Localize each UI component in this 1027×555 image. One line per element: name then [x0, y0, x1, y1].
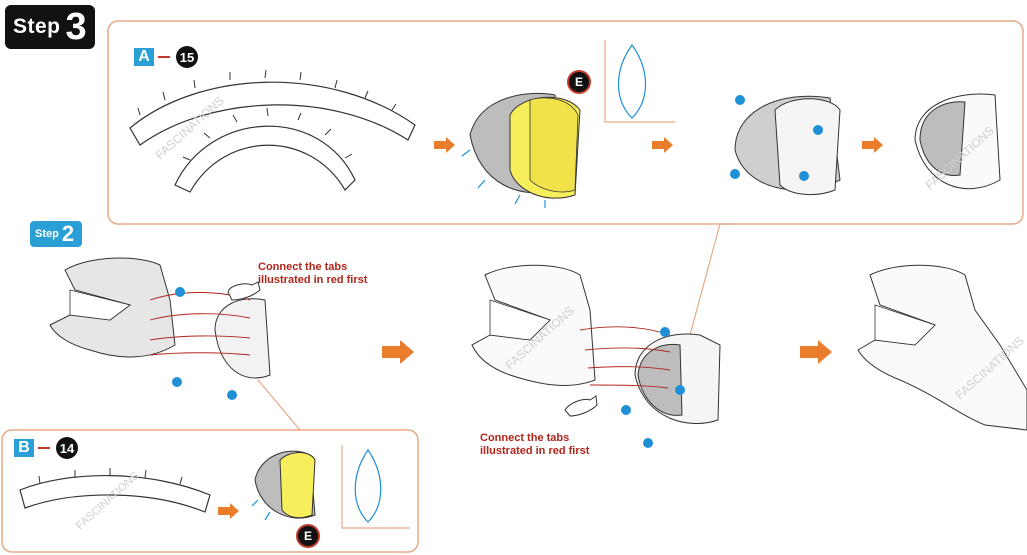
ring-assembly-a: [462, 93, 580, 208]
hand-icon-center: [565, 396, 597, 416]
watermark-b: FASCINATIONS: [74, 470, 141, 532]
panel-a-dash: [158, 56, 170, 58]
panel-b-connector-label: E: [296, 524, 320, 548]
step2-badge-word: Step: [35, 228, 59, 240]
dino-head-left: [50, 258, 175, 357]
ring-assembly-b: [252, 451, 315, 520]
step-badge-word: Step: [13, 15, 61, 39]
dino-head-center: [472, 265, 595, 385]
lens-inset-a: [605, 40, 675, 122]
note-left-line1: Connect the tabs: [258, 261, 367, 274]
arrow-step-2: [800, 340, 832, 364]
flat-part-15: [130, 70, 415, 192]
ring-left: [215, 299, 270, 378]
lens-inset-b: [342, 445, 410, 528]
panel-b-dash: [38, 447, 50, 449]
note-center-line1: Connect the tabs: [480, 432, 589, 445]
ring-center: [635, 334, 720, 423]
hand-icon-left: [228, 282, 260, 300]
note-center-line2: illustrated in red first: [480, 445, 589, 458]
step2-badge-number: 2: [62, 223, 74, 245]
callout-line-b: [258, 380, 300, 430]
step-2-badge: Step 2: [30, 221, 82, 247]
step-badge-number: 3: [66, 8, 87, 46]
callout-line-a: [690, 224, 735, 335]
step-3-badge: Step 3: [5, 5, 95, 49]
panel-a-letter: A: [134, 48, 154, 66]
panel-b-letter: B: [14, 439, 34, 457]
note-center: Connect the tabs illustrated in red firs…: [480, 432, 589, 458]
arrow-step-1: [382, 340, 414, 364]
note-left-line2: illustrated in red first: [258, 274, 367, 287]
watermark-a1: FASCINATIONS: [153, 94, 227, 163]
ring-assembly-a2: [735, 96, 840, 194]
panel-a-connector-label: E: [567, 70, 591, 94]
note-left: Connect the tabs illustrated in red firs…: [258, 261, 367, 287]
panel-a-part-number: 15: [176, 46, 198, 68]
arrow-panel-b: [218, 503, 239, 519]
panel-b-part-number: 14: [56, 437, 78, 459]
